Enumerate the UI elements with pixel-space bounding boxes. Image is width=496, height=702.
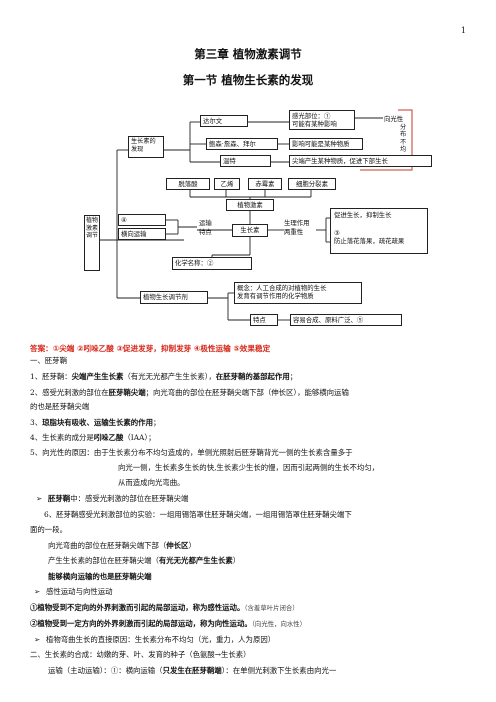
darwin-note-line2: 可能有某种影响 bbox=[292, 120, 337, 128]
darwin-box: 达尔文 bbox=[200, 115, 248, 127]
text-line-15: 能够横向运输的也是胚芽鞘尖端 bbox=[48, 572, 152, 581]
feature-box: 特点 bbox=[250, 314, 278, 326]
cytokinin-box: 细胞分裂素 bbox=[288, 178, 336, 190]
blank4-box: ④ bbox=[118, 214, 166, 226]
chem-name-box: 化学名称：② bbox=[172, 257, 252, 270]
text-line-2: 1、胚芽鞘：尖端产生生长素（有光无光都产生生长素），在胚芽鞘的基部起作用； bbox=[30, 372, 298, 381]
concept-box: 概念：人工合成的对植物的生长 发育有调节作用的化学物质 bbox=[234, 282, 362, 304]
text-line-16: ➢感性运动与向性运动 bbox=[34, 587, 113, 596]
concept-line2: 发育有调节作用的化学物质 bbox=[237, 292, 314, 300]
boysen-note-box: 影响可能是某种物质 bbox=[289, 138, 363, 150]
text-line-17: ①植物受到不定向的外界刺激而引起的局部运动，称为感性运动。（含羞草叶片闭合） bbox=[30, 603, 299, 612]
regulator-box: 植物生长调节剂 bbox=[140, 291, 208, 304]
physiology-line2: 两重性 bbox=[284, 228, 304, 236]
prevent-text: 防止落花落果，疏花疏果 bbox=[334, 237, 405, 245]
text-line-19: ➢植物弯曲生长的直接原因：生长素分布不均匀（光，重力，人为原因） bbox=[34, 635, 276, 644]
page-number: 1 bbox=[460, 26, 466, 35]
text-line-9: 从而造成向光弯曲。 bbox=[118, 478, 185, 487]
uneven-label: 分布不均 bbox=[400, 124, 407, 154]
discovery-box: 生长素的发现 bbox=[128, 136, 164, 158]
darwin-note-line1: 感光部位：① bbox=[292, 112, 331, 120]
chapter-title: 第三章 植物激素调节 bbox=[194, 47, 302, 61]
ethylene-box: 乙烯 bbox=[214, 178, 240, 190]
went-note-box: 尖端产生某种物质，促进下部生长 bbox=[289, 155, 432, 167]
phototropism-label: 向光性 bbox=[384, 115, 404, 123]
text-line-18: ②植物受到一定方向的外界刺激而引起的局部运动，称为向性运动。（向光性，向水性） bbox=[30, 619, 307, 628]
darwin-note-box: 感光部位：① 可能有某种影响 bbox=[289, 110, 355, 130]
answer-line: 答案：①尖端 ②吲哚乙酸 ③促进发芽，抑制发芽 ④极性运输 ⑤效果稳定 bbox=[30, 344, 271, 353]
auxin-box: 生长素 bbox=[232, 224, 268, 237]
abscisic-box: 脱落酸 bbox=[166, 178, 210, 190]
text-line-3: 2、感受光刺激的部位在胚芽鞘尖端；向光弯曲的部位在胚芽鞘尖端下部（伸长区），能够… bbox=[30, 388, 349, 397]
text-line-20: 二、生长素的合成：幼嫩的芽、叶、发育的种子（色氨酸→生长素） bbox=[30, 650, 251, 659]
diagram-connectors bbox=[100, 109, 413, 321]
went-box: 温特 bbox=[220, 155, 271, 167]
transport-line1: 运输 bbox=[199, 219, 212, 227]
physiology-line1: 生理作用 bbox=[284, 219, 310, 227]
text-line-11: 6、胚芽鞘感受光刺激部位的实验：一组用锡箔罩住胚芽鞘尖端，一组用锡箔罩住胚芽鞘尖… bbox=[44, 510, 352, 519]
lateral-box: 横向运输 bbox=[118, 228, 166, 240]
promote-text: 促进生长，抑制生长 bbox=[334, 211, 392, 219]
phototropism-bracket bbox=[360, 109, 413, 171]
transport-line2: 特点 bbox=[199, 228, 212, 236]
function-box: 促进生长，抑制生长 ③ 防止落花落果，疏花疏果 bbox=[330, 208, 428, 254]
boysen-box: 鲍森·詹森、拜尔 bbox=[206, 138, 278, 150]
text-line-12: 面的一段。 bbox=[30, 525, 67, 534]
transport-label: 运输 特点 bbox=[199, 219, 212, 237]
section-title: 第一节 植物生长素的发现 bbox=[182, 73, 314, 87]
text-line-21: 运输（主动运输）：①：横向运输（只发生在胚芽鞘端）：在单侧光刺激下生长素由向光一 bbox=[48, 666, 337, 675]
text-line-5: 3、琼脂块有吸收、运输生长素的作用； bbox=[30, 418, 161, 427]
blank3-text: ③ bbox=[334, 228, 340, 237]
text-line-7: 5、向光性的原因：由于生长素分布不均匀造成的，单侧光照射后胚芽鞘背光一侧的生长素… bbox=[30, 448, 353, 457]
gibberellin-box: 赤霉素 bbox=[248, 178, 282, 190]
text-line-8: 向光一侧，生长素多生长的快,生长素少生长的慢，因而引起两侧的生长不均匀， bbox=[118, 463, 380, 472]
text-line-10: ➢胚芽鞘中：感受光刺激的部位在胚芽鞘尖端 bbox=[36, 494, 189, 503]
text-line-14: 产生生长素的部位在胚芽鞘尖端（有光无光都产生生长素） bbox=[48, 556, 241, 565]
text-line-13: 向光弯曲的部位在胚芽鞘尖端下部（伸长区） bbox=[48, 541, 196, 550]
root-box: 植物激素调节 bbox=[84, 215, 100, 271]
feature-text-box: 容易合成、原料广泛、⑤ bbox=[290, 314, 402, 326]
text-line-1: 一、胚芽鞘 bbox=[30, 356, 67, 365]
text-line-6: 4、生长素的成分是吲哚乙酸（IAA）； bbox=[30, 433, 156, 442]
concept-line1: 概念：人工合成的对植物的生长 bbox=[237, 284, 327, 292]
hormone-box: 植物激素 bbox=[226, 199, 274, 211]
physiology-label: 生理作用 两重性 bbox=[284, 219, 310, 237]
text-line-4: 的也是胚芽鞘尖端 bbox=[30, 402, 90, 411]
